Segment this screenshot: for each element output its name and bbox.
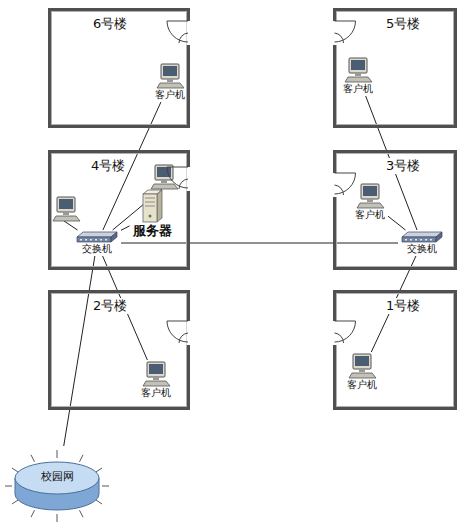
building-box: 2号楼客户机	[48, 290, 190, 410]
client-computer: 客户机	[344, 352, 380, 392]
client-label: 客户机	[155, 89, 185, 101]
door-symbol	[163, 165, 191, 195]
building-box: 1号楼客户机	[333, 290, 457, 410]
building-title: 2号楼	[91, 298, 129, 314]
server-node: 服务器	[130, 188, 175, 240]
building-title: 5号楼	[384, 16, 422, 32]
client-computer: 客户机	[352, 182, 388, 222]
door-symbol	[333, 319, 361, 349]
building-box: 4号楼服务器交换机	[48, 150, 190, 270]
computer-icon	[156, 63, 185, 89]
network-label: 校园网	[4, 470, 110, 484]
building-title: 1号楼	[384, 298, 422, 314]
switch-icon	[76, 231, 118, 243]
door-symbol	[163, 19, 191, 49]
building-box: 6号楼客户机	[48, 8, 190, 128]
client-label: 客户机	[347, 379, 377, 391]
building-title: 3号楼	[384, 158, 422, 174]
network-cable	[64, 256, 95, 446]
switch-icon	[401, 231, 443, 243]
client-label: 客户机	[343, 83, 373, 95]
computer-icon	[344, 57, 373, 83]
client-label: 客户机	[141, 387, 171, 399]
door-symbol	[333, 171, 361, 201]
building-box: 3号楼客户机交换机	[333, 150, 457, 270]
client-computer: 客户机	[340, 56, 376, 96]
computer-icon	[151, 165, 178, 189]
cylinder-symbol	[4, 446, 110, 528]
switch-node: 交换机	[398, 230, 446, 256]
switch-label: 交换机	[401, 243, 443, 255]
client-label: 客户机	[355, 209, 385, 221]
network-cable	[388, 216, 406, 230]
client-computer: 客户机	[138, 360, 174, 400]
computer-icon	[356, 183, 385, 209]
network-cable	[64, 221, 78, 230]
switch-node: 交换机	[73, 230, 121, 256]
computer-icon	[142, 361, 171, 387]
door-symbol	[163, 319, 191, 349]
server-icon	[139, 189, 165, 223]
computer-icon	[53, 197, 80, 221]
building-title: 6号楼	[91, 16, 129, 32]
door-symbol	[333, 19, 361, 49]
client-computer: 客户机	[152, 62, 188, 102]
network-cable	[121, 243, 398, 244]
building-box: 5号楼客户机	[333, 8, 457, 128]
building-title: 4号楼	[89, 158, 127, 174]
campus-network: 校园网	[4, 446, 110, 528]
computer-icon	[348, 353, 377, 379]
switch-label: 交换机	[76, 243, 118, 255]
server-label: 服务器	[133, 223, 172, 239]
network-cable	[121, 226, 130, 230]
